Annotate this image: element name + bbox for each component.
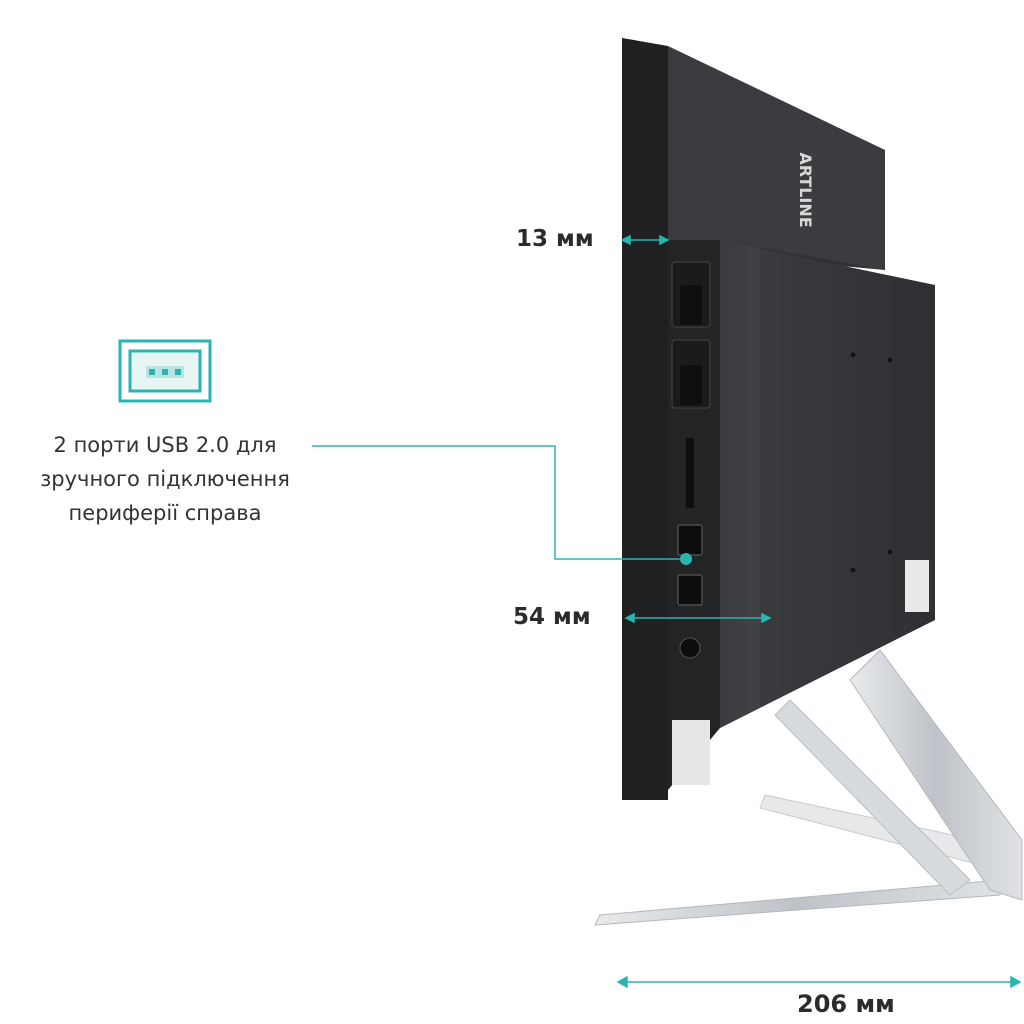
dimension-arrow-13 — [620, 234, 670, 246]
svg-text:ARTLINE: ARTLINE — [796, 152, 815, 227]
usb-port-icon — [118, 339, 212, 403]
monitor-stand — [594, 649, 1023, 926]
usb-callout-dot — [680, 553, 692, 565]
caption-line: 2 порти USB 2.0 для — [53, 433, 277, 457]
dimension-label-54mm: 54 мм — [513, 604, 591, 630]
usb-feature-caption: 2 порти USB 2.0 для зручного підключення… — [0, 428, 330, 530]
dimension-arrow-54 — [624, 612, 772, 624]
caption-line: периферії справа — [68, 501, 262, 525]
side-ports — [671, 261, 711, 659]
dimension-label-13mm: 13 мм — [516, 226, 594, 252]
dimension-arrow-206 — [616, 975, 1022, 989]
usb-callout-line — [312, 445, 685, 560]
dimension-label-206mm: 206 мм — [797, 990, 895, 1018]
artline-logo: ARTLINE — [796, 152, 815, 227]
caption-line: зручного підключення — [40, 467, 290, 491]
